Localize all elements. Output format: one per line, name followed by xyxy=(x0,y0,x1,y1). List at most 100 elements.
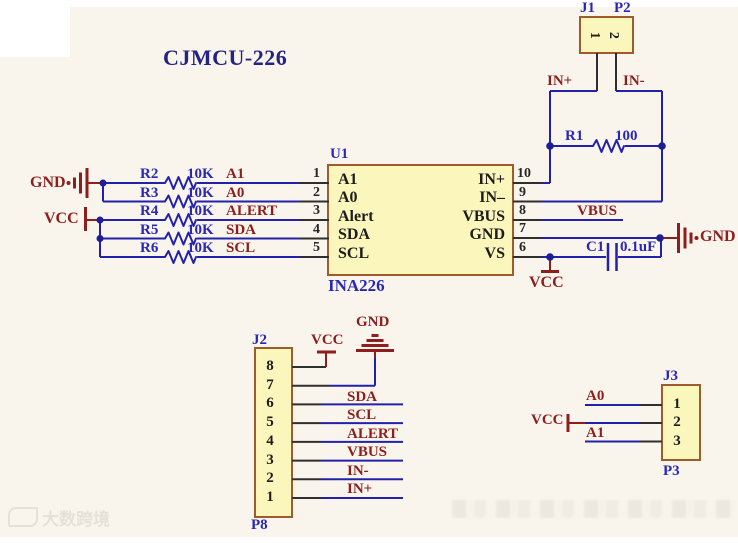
chip-ref: U1 xyxy=(330,146,349,162)
resistor-value: 10K xyxy=(187,203,214,219)
page-margin-corner xyxy=(0,0,70,57)
j2-net-wires xyxy=(322,358,403,499)
net-label: A1 xyxy=(226,166,245,182)
watermark-left-text: 大数跨境 xyxy=(42,510,110,530)
net-label: SDA xyxy=(347,389,378,405)
gnd-label: GND xyxy=(30,174,66,191)
earth-gnd-symbol xyxy=(356,334,394,358)
j3-net-wires xyxy=(585,404,640,443)
net-label: SCL xyxy=(226,240,256,256)
resistor-ref: R5 xyxy=(140,221,159,238)
vcc-label: VCC xyxy=(531,412,564,428)
chip-pin-number: 2 xyxy=(313,184,320,200)
resistor-ref: R3 xyxy=(140,184,159,201)
watermark-smudge xyxy=(452,500,734,518)
j2-body xyxy=(254,347,293,518)
j2-pin-number: 5 xyxy=(266,414,274,431)
resistor-value: 10K xyxy=(187,166,214,182)
shunt-net-wires xyxy=(541,90,663,203)
j2-pin-number: 4 xyxy=(266,432,274,449)
net-label: SDA xyxy=(226,221,257,238)
chip-body xyxy=(327,164,514,276)
j2-ref: J2 xyxy=(252,332,267,348)
j2-alt-ref: P8 xyxy=(251,517,268,533)
chip-pin-name: IN– xyxy=(479,189,505,206)
net-label-in-minus: IN- xyxy=(623,73,645,89)
chip-pin-number: 10 xyxy=(517,166,531,181)
j1-pin-number: 2 xyxy=(605,31,621,39)
j2-pin-number: 8 xyxy=(266,358,274,374)
net-label: IN+ xyxy=(347,481,373,497)
net-label-in-plus: IN+ xyxy=(547,73,573,89)
vcc-symbol xyxy=(566,414,585,432)
j2-pin-number: 3 xyxy=(266,451,274,468)
j1-alt-ref: P2 xyxy=(614,0,631,16)
net-label: VBUS xyxy=(347,444,388,460)
j1-pin-stubs xyxy=(596,53,617,91)
chip-pin-stubs-right xyxy=(513,182,541,258)
chip-pin-number: 9 xyxy=(519,184,526,200)
j2-pin-number: 1 xyxy=(266,489,274,505)
net-label-a0: A0 xyxy=(586,388,605,404)
net-label: IN- xyxy=(347,463,369,479)
chip-pin-name: SCL xyxy=(338,245,370,262)
resistor-value: 10K xyxy=(187,221,214,238)
right-side-wires xyxy=(541,219,662,258)
resistor-ref: R4 xyxy=(140,203,159,219)
resistor-value: 10K xyxy=(187,240,214,256)
j3-pin-number: 2 xyxy=(673,414,681,430)
net-label-vbus: VBUS xyxy=(577,203,618,219)
j3-ref: J3 xyxy=(663,368,678,384)
chip-pin-number: 5 xyxy=(313,240,320,255)
j3-body xyxy=(661,384,701,461)
chip-pin-name: SDA xyxy=(338,226,371,243)
chip-pin-name: A1 xyxy=(338,171,358,188)
chip-pin-name: IN+ xyxy=(478,171,505,188)
page-margin-top xyxy=(0,0,738,7)
net-label: A0 xyxy=(226,184,245,201)
vcc-symbol xyxy=(317,350,336,367)
vcc-label: VCC xyxy=(311,332,344,348)
chip-pin-number: 4 xyxy=(313,221,320,237)
resistor-ref: R6 xyxy=(140,240,159,256)
watermark-logo-icon xyxy=(8,507,38,527)
chip-pin-name: VBUS xyxy=(462,208,505,225)
gnd-symbol xyxy=(660,223,699,253)
j1-pin-number: 1 xyxy=(586,31,602,39)
resistor-ref: R2 xyxy=(140,166,159,182)
j3-alt-ref: P3 xyxy=(663,463,680,479)
chip-pin-name: Alert xyxy=(338,208,374,225)
j2-pin-stubs xyxy=(292,366,330,499)
chip-part-number: INA226 xyxy=(328,276,385,295)
net-label: SCL xyxy=(347,407,377,423)
j2-pin-number: 6 xyxy=(266,395,274,412)
r1-value: 100 xyxy=(615,128,638,144)
j1-ref: J1 xyxy=(580,0,595,16)
net-label-a1: A1 xyxy=(586,425,605,441)
chip-pin-name: VS xyxy=(484,245,505,262)
capacitor-symbol xyxy=(606,243,618,271)
chip-pin-number: 3 xyxy=(313,203,320,218)
chip-pin-number: 8 xyxy=(519,203,526,218)
j1-body xyxy=(579,16,634,54)
gnd-label: GND xyxy=(356,314,390,330)
gnd-label: GND xyxy=(700,228,736,245)
page-margin-bottom xyxy=(0,537,738,543)
chip-pin-number: 7 xyxy=(519,221,526,236)
vcc-label: VCC xyxy=(529,274,564,291)
net-label: ALERT xyxy=(347,426,399,442)
j2-pin-number: 2 xyxy=(266,470,274,487)
schematic-title: CJMCU-226 xyxy=(163,45,288,70)
r1-ref: R1 xyxy=(565,128,584,144)
j3-pin-number: 3 xyxy=(673,432,681,449)
chip-pin-name: A0 xyxy=(338,189,358,206)
c1-ref: C1 xyxy=(586,239,605,255)
net-label: ALERT xyxy=(226,203,278,219)
chip-pin-number: 1 xyxy=(313,166,320,181)
vcc-label: VCC xyxy=(44,210,79,227)
chip-pin-stubs-left xyxy=(300,182,329,258)
j3-pin-number: 1 xyxy=(673,396,681,412)
chip-pin-number: 6 xyxy=(519,240,526,255)
